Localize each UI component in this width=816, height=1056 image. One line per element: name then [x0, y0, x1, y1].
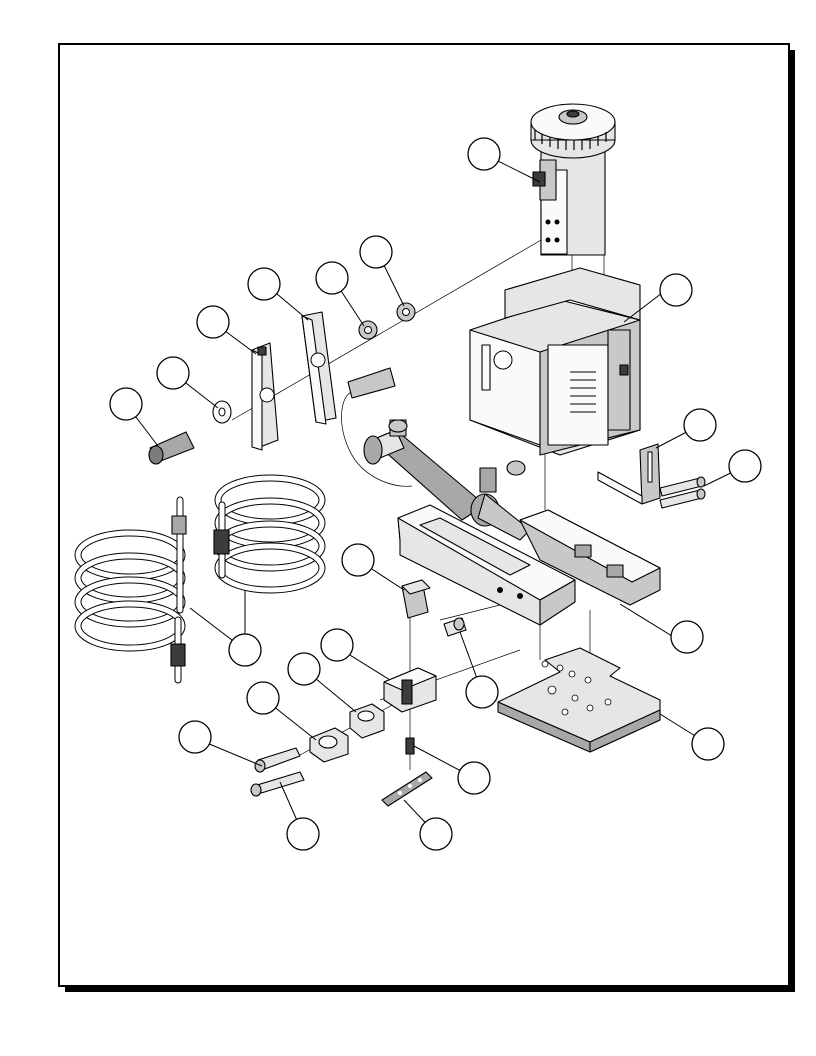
- callout-c17: [178, 720, 212, 754]
- frame-housing: [469, 267, 641, 456]
- callout-c12: [670, 620, 704, 654]
- callout-c09: [683, 408, 717, 442]
- lower-clamp-parts: [250, 579, 467, 807]
- slide-base: [397, 504, 661, 626]
- callout-c07: [156, 356, 190, 390]
- callout-c02: [659, 273, 693, 307]
- coiled-air-hoses: [74, 474, 326, 684]
- adjustment-dial-assembly: [530, 103, 616, 256]
- callout-c01: [467, 137, 501, 171]
- callout-c14: [320, 628, 354, 662]
- callout-c18: [691, 727, 725, 761]
- callout-c21: [286, 817, 320, 851]
- callout-c04: [315, 261, 349, 295]
- callout-c16: [246, 681, 280, 715]
- callout-c11: [341, 543, 375, 577]
- callout-c20: [228, 633, 262, 667]
- callout-c10: [728, 449, 762, 483]
- base-plate: [497, 647, 661, 753]
- callout-c22: [419, 817, 453, 851]
- air-cylinder: [341, 367, 531, 541]
- callout-c19: [457, 761, 491, 795]
- callout-c13: [465, 675, 499, 709]
- callout-balloons: [109, 137, 762, 851]
- link-bars-and-spacers: [148, 302, 416, 465]
- callout-c06: [196, 305, 230, 339]
- callout-c08: [109, 387, 143, 421]
- callout-c15: [287, 652, 321, 686]
- callout-c03: [359, 235, 393, 269]
- bracket-and-screws: [597, 443, 706, 509]
- callout-c05: [247, 267, 281, 301]
